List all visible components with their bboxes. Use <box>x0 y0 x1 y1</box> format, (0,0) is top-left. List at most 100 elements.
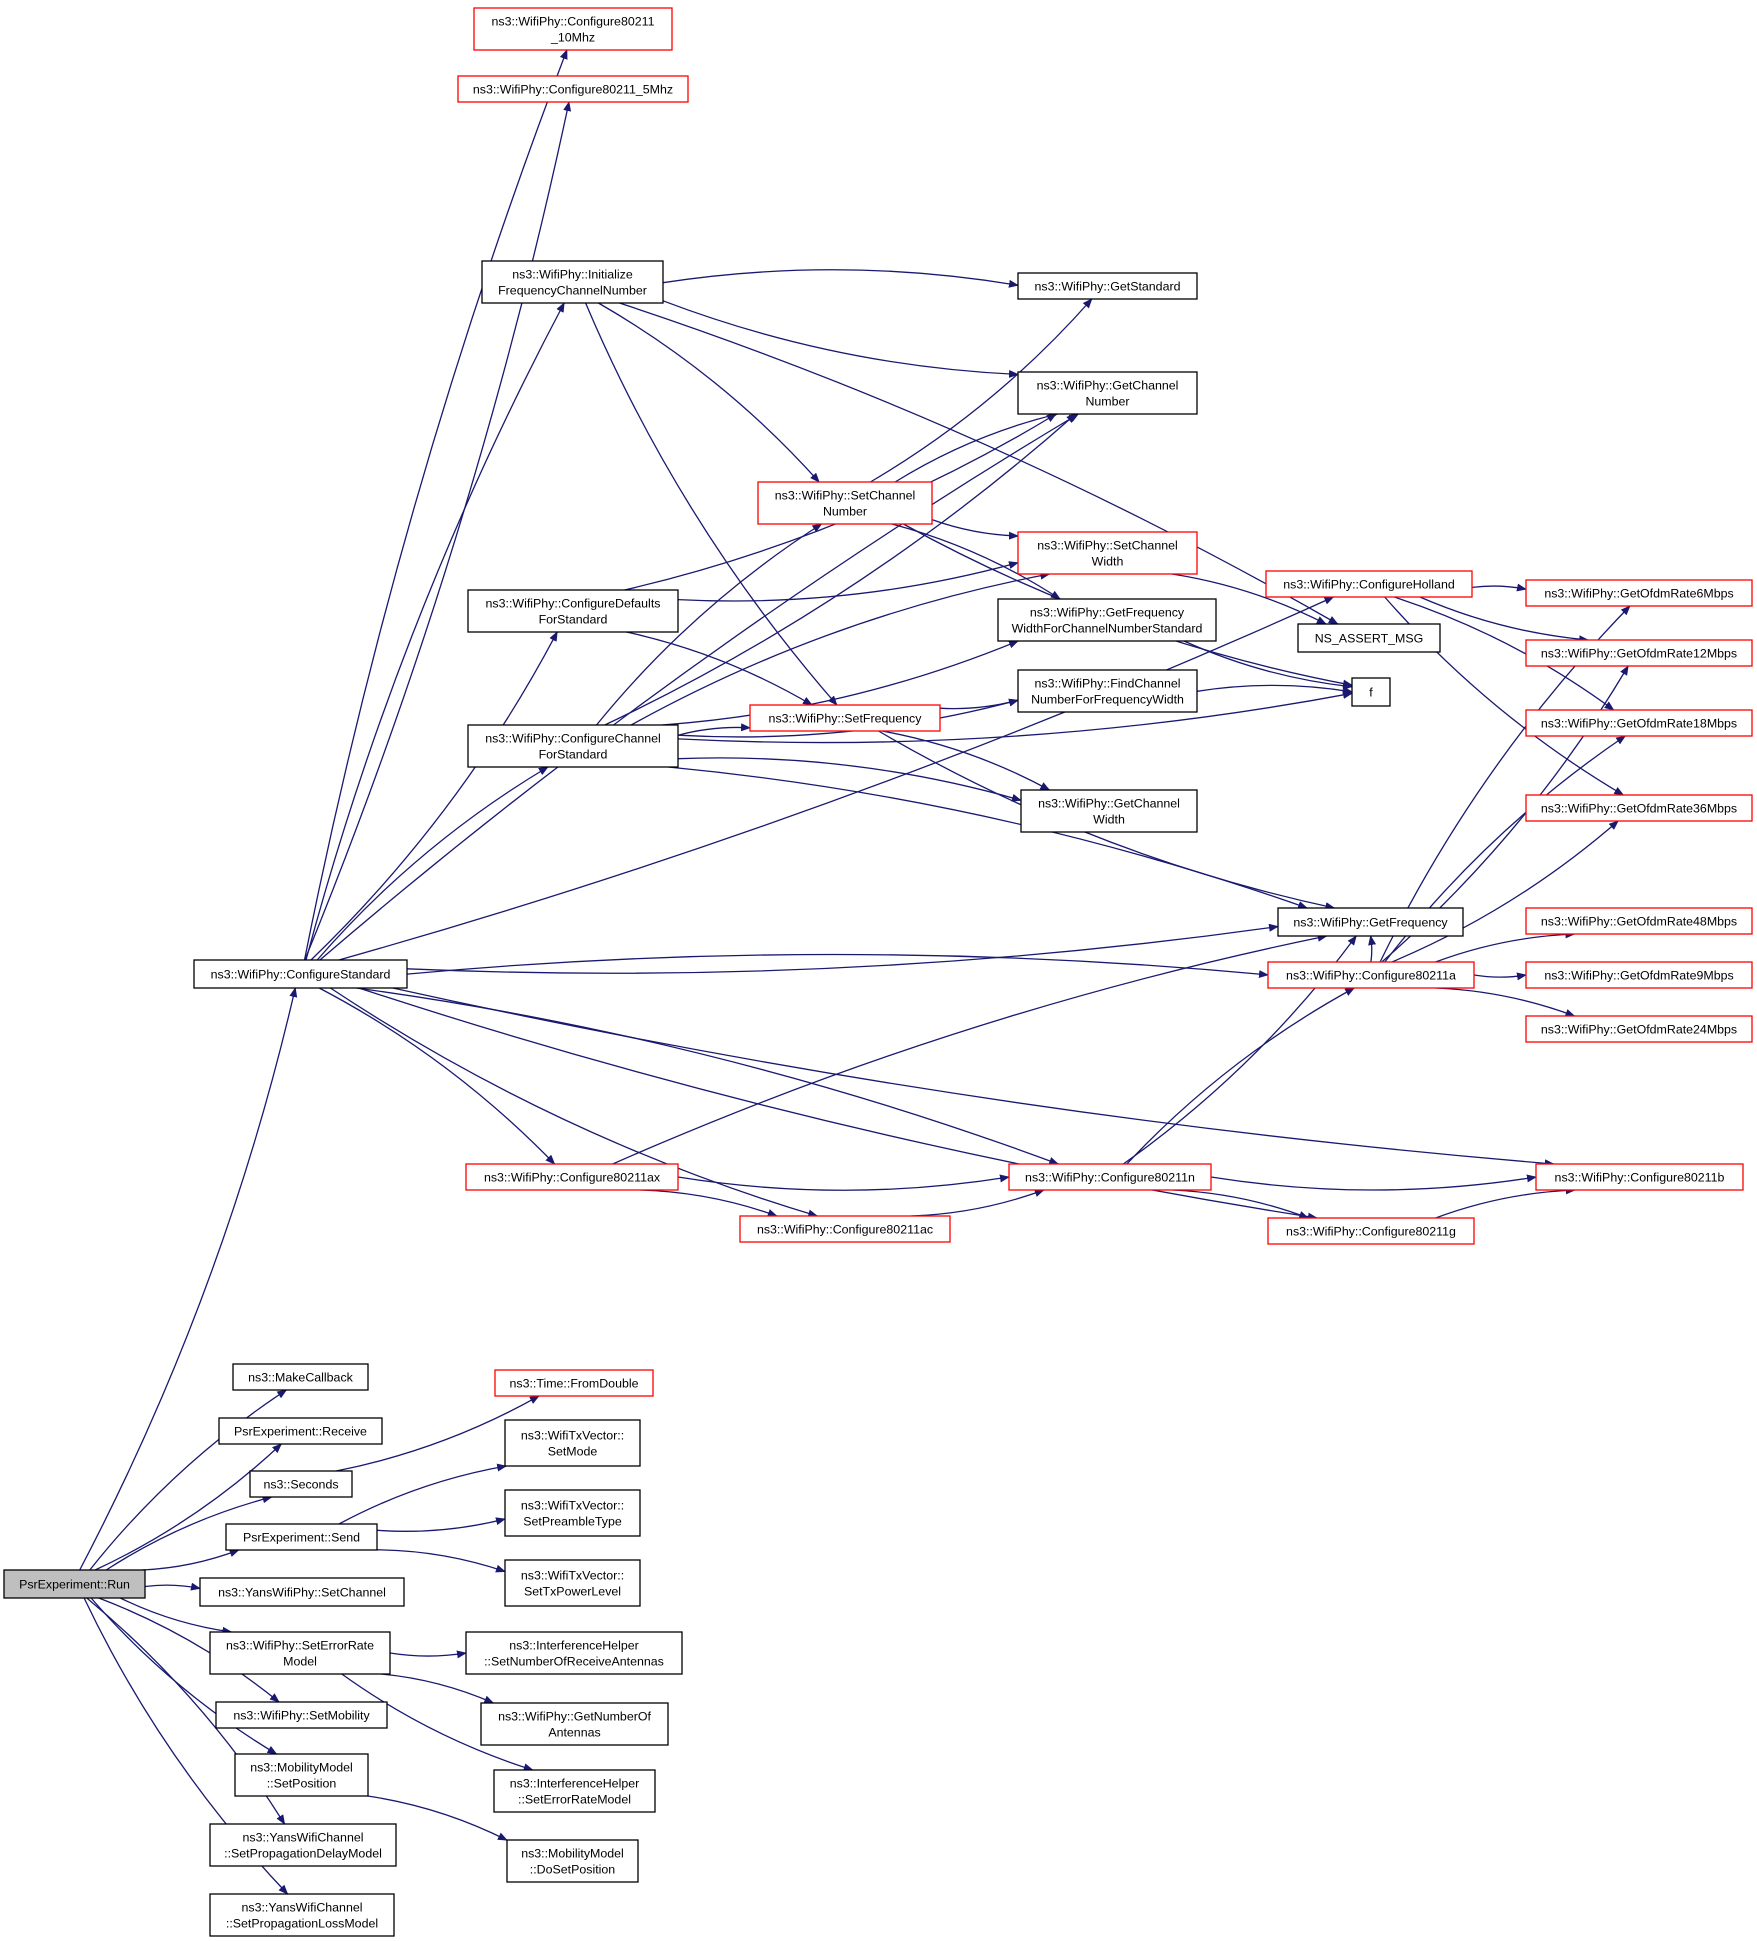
node-setpre[interactable]: ns3::WifiTxVector::SetPreambleType <box>504 1489 641 1537</box>
node-yansloss[interactable]: ns3::YansWifiChannel::SetPropagationLoss… <box>209 1893 395 1937</box>
node-ofdm36[interactable]: ns3::WifiPhy::GetOfdmRate36Mbps <box>1525 794 1753 822</box>
node-mmsetpos[interactable]: ns3::MobilityModel::SetPosition <box>234 1753 369 1797</box>
node-box <box>1020 789 1198 833</box>
edge-seterr-to-ihrecv <box>389 1650 467 1659</box>
node-getstd[interactable]: ns3::WifiPhy::GetStandard <box>1017 272 1198 300</box>
node-yanssetch[interactable]: ns3::YansWifiPhy::SetChannel <box>199 1577 405 1607</box>
node-label: ns3::WifiTxVector:: <box>521 1499 624 1513</box>
node-box <box>481 260 664 304</box>
node-seconds[interactable]: ns3::Seconds <box>249 1470 353 1498</box>
node-label: ns3::WifiPhy::GetChannel <box>1037 379 1179 393</box>
edge-setfreq-to-getfreq <box>878 730 1336 911</box>
node-box <box>1267 1217 1475 1245</box>
node-box <box>1017 272 1198 300</box>
node-box <box>199 1577 405 1607</box>
edge-cfgch-to-setfreq <box>677 723 751 736</box>
node-cfgac[interactable]: ns3::WifiPhy::Configure80211ac <box>739 1215 951 1243</box>
node-fromdouble[interactable]: ns3::Time::FromDouble <box>494 1369 654 1397</box>
node-run[interactable]: PsrExperiment::Run <box>3 1569 146 1599</box>
edge-run-to-send <box>142 1549 240 1571</box>
node-seterr[interactable]: ns3::WifiPhy::SetErrorRateModel <box>209 1631 391 1675</box>
edge-initfreq-to-getstd <box>662 269 1019 288</box>
node-cfgdef[interactable]: ns3::WifiPhy::ConfigureDefaultsForStanda… <box>467 589 679 633</box>
node-makecb[interactable]: ns3::MakeCallback <box>232 1363 369 1391</box>
node-label: FrequencyChannelNumber <box>498 284 647 298</box>
node-yansdelay[interactable]: ns3::YansWifiChannel::SetPropagationDela… <box>209 1823 397 1867</box>
node-ofdm18[interactable]: ns3::WifiPhy::GetOfdmRate18Mbps <box>1525 709 1753 737</box>
node-box <box>480 1702 669 1746</box>
node-box <box>1525 639 1753 667</box>
node-initfreq[interactable]: ns3::WifiPhy::InitializeFrequencyChannel… <box>481 260 664 304</box>
edge-send-to-setpre <box>376 1517 506 1532</box>
node-box <box>1017 669 1198 713</box>
edge-cfgch-to-getchw <box>677 757 1022 802</box>
node-ofdm24[interactable]: ns3::WifiPhy::GetOfdmRate24Mbps <box>1525 1015 1753 1043</box>
edge-run-to-cfgstd <box>79 987 298 1571</box>
node-box <box>215 1701 388 1729</box>
edge-run-to-mmsetpos <box>90 1597 278 1755</box>
node-setmob[interactable]: ns3::WifiPhy::SetMobility <box>215 1701 388 1729</box>
node-cfgn[interactable]: ns3::WifiPhy::Configure80211n <box>1008 1163 1212 1191</box>
node-cfgax[interactable]: ns3::WifiPhy::Configure80211ax <box>465 1163 679 1191</box>
node-label: ns3::WifiPhy::Configure80211b <box>1555 1171 1725 1185</box>
node-findch[interactable]: ns3::WifiPhy::FindChannelNumberForFreque… <box>1017 669 1198 713</box>
node-receive[interactable]: PsrExperiment::Receive <box>218 1417 383 1445</box>
node-ofdm9[interactable]: ns3::WifiPhy::GetOfdmRate9Mbps <box>1525 961 1753 989</box>
node-box <box>465 1163 679 1191</box>
node-label: ns3::InterferenceHelper <box>510 1777 640 1791</box>
node-box <box>232 1363 369 1391</box>
node-box <box>457 75 689 103</box>
node-ofdm48[interactable]: ns3::WifiPhy::GetOfdmRate48Mbps <box>1525 907 1753 935</box>
node-cfgholland[interactable]: ns3::WifiPhy::ConfigureHolland <box>1265 570 1473 598</box>
node-iherr[interactable]: ns3::InterferenceHelper::SetErrorRateMod… <box>493 1769 656 1813</box>
node-cfgb[interactable]: ns3::WifiPhy::Configure80211b <box>1535 1163 1744 1191</box>
edge-seterr-to-iherr <box>341 1673 534 1772</box>
node-send[interactable]: PsrExperiment::Send <box>225 1523 378 1551</box>
node-cfgch[interactable]: ns3::WifiPhy::ConfigureChannelForStandar… <box>467 724 679 768</box>
node-ofdm12[interactable]: ns3::WifiPhy::GetOfdmRate12Mbps <box>1525 639 1753 667</box>
node-label: ns3::WifiPhy::Configure80211g <box>1286 1225 1456 1239</box>
node-setmode[interactable]: ns3::WifiTxVector::SetMode <box>504 1419 641 1467</box>
node-box <box>493 1769 656 1813</box>
node-ihrecv[interactable]: ns3::InterferenceHelper::SetNumberOfRece… <box>465 1631 683 1675</box>
node-getfreqw[interactable]: ns3::WifiPhy::GetFrequencyWidthForChanne… <box>997 598 1217 642</box>
node-cfga[interactable]: ns3::WifiPhy::Configure80211a <box>1267 961 1475 989</box>
edge-cfgstd-to-cfg5 <box>304 101 572 961</box>
edge-cfgch-to-setchw <box>630 571 1051 726</box>
node-label: ::SetPosition <box>267 1777 337 1791</box>
node-cfg10[interactable]: ns3::WifiPhy::Configure80211_10Mhz <box>473 7 673 51</box>
node-box <box>504 1419 641 1467</box>
edge-cfgholland-to-ofdm6 <box>1471 583 1527 592</box>
node-label: NS_ASSERT_MSG <box>1315 632 1424 646</box>
node-f[interactable]: f <box>1351 677 1391 707</box>
node-label: ForStandard <box>539 613 608 627</box>
edge-cfgax-to-cfgn <box>677 1174 1010 1191</box>
node-cfgg[interactable]: ns3::WifiPhy::Configure80211g <box>1267 1217 1475 1245</box>
edge-cfgn-to-cfgb <box>1210 1174 1537 1191</box>
node-box <box>1525 907 1753 935</box>
node-setfreq[interactable]: ns3::WifiPhy::SetFrequency <box>749 704 941 732</box>
edge-send-to-setmode <box>338 1463 508 1525</box>
edge-getfreqw-to-f <box>1183 640 1353 690</box>
node-settxp[interactable]: ns3::WifiTxVector::SetTxPowerLevel <box>504 1559 641 1607</box>
node-getfreq[interactable]: ns3::WifiPhy::GetFrequency <box>1277 907 1464 937</box>
node-cfgstd[interactable]: ns3::WifiPhy::ConfigureStandard <box>193 959 408 989</box>
node-cfg5[interactable]: ns3::WifiPhy::Configure80211_5Mhz <box>457 75 689 103</box>
edge-setchnum-to-getfreqw <box>891 523 1061 600</box>
node-label: ForStandard <box>539 748 608 762</box>
node-box <box>465 1631 683 1675</box>
node-box <box>1008 1163 1212 1191</box>
node-ofdm6[interactable]: ns3::WifiPhy::GetOfdmRate6Mbps <box>1525 579 1753 607</box>
node-label: ns3::WifiPhy::ConfigureChannel <box>485 732 661 746</box>
node-box <box>225 1523 378 1551</box>
node-box <box>193 959 408 989</box>
node-mmdoset[interactable]: ns3::MobilityModel::DoSetPosition <box>506 1839 639 1883</box>
node-nsassert[interactable]: NS_ASSERT_MSG <box>1297 623 1441 653</box>
node-label: ns3::WifiPhy::Configure80211_5Mhz <box>473 83 673 97</box>
